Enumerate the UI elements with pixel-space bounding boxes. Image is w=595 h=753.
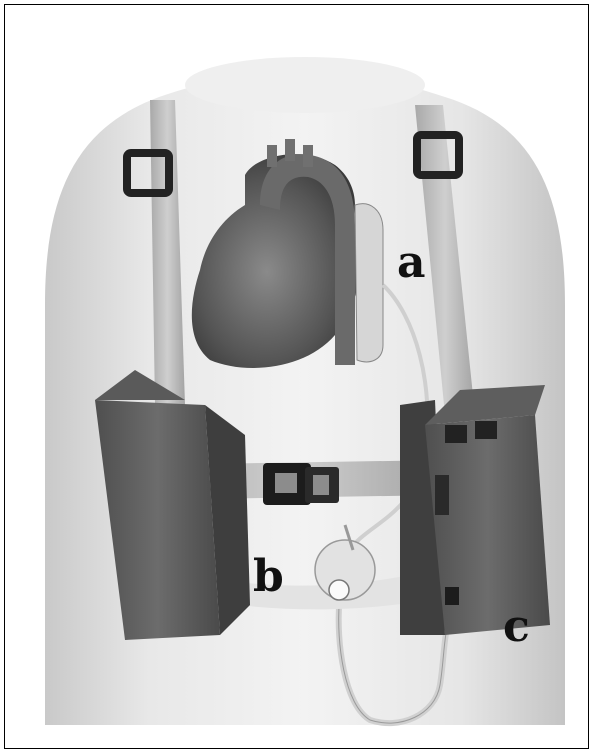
label-a: a <box>397 241 426 285</box>
torso-illustration <box>5 5 589 749</box>
belt-buckle <box>263 463 339 505</box>
controller-pack <box>400 385 550 635</box>
pump-device <box>355 204 383 362</box>
label-b: b <box>253 555 284 599</box>
figure-frame: a b c <box>4 4 589 749</box>
label-c: c <box>503 605 530 649</box>
